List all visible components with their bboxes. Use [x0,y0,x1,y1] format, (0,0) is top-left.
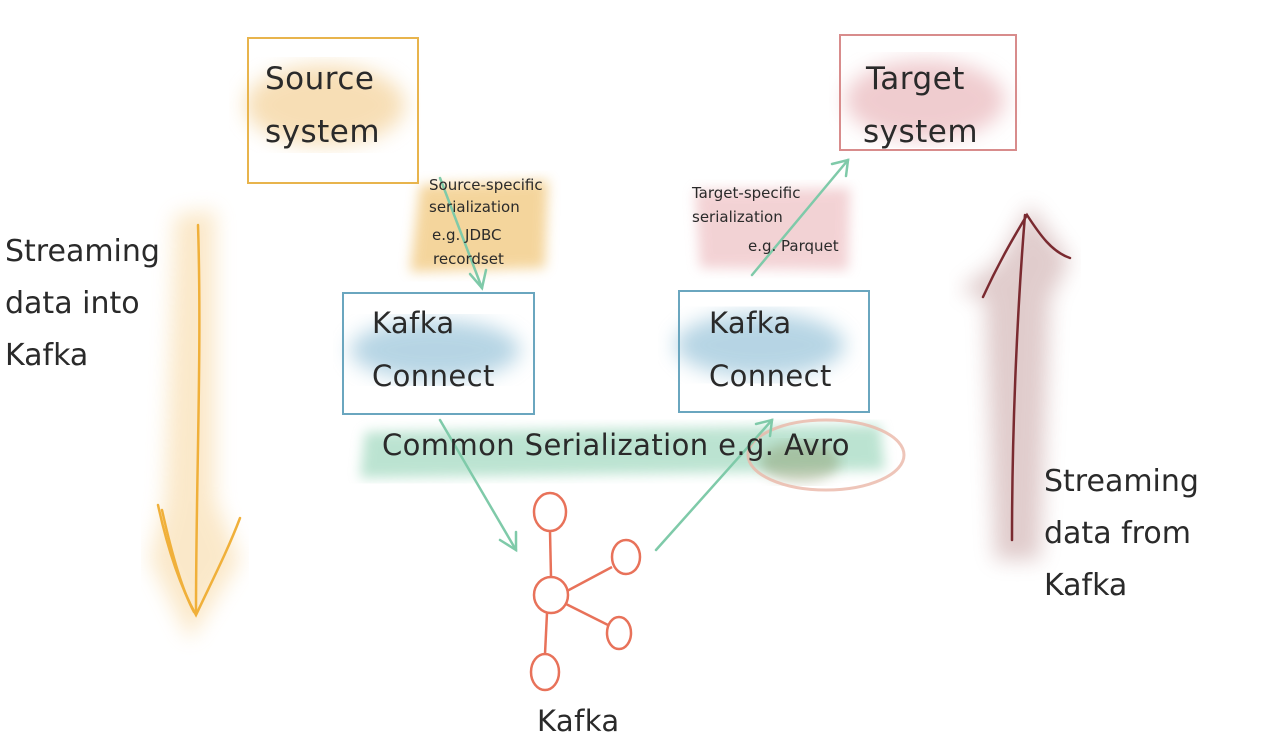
source-note-line4: recordset [433,250,504,268]
target-note-line1: Target-specific [691,184,801,202]
left-side-line1: Streaming [5,234,160,269]
source-title-line2: system [265,114,380,150]
connect-right-line2: Connect [709,359,832,393]
kafka-label: Kafka [537,704,620,738]
connect-left-wash [350,320,520,380]
source-wash [245,65,405,145]
right-side-line1: Streaming [1044,464,1199,499]
connect-left-line1: Kafka [372,306,455,340]
target-system-box [839,34,1017,151]
target-title-line1: Target [865,61,965,97]
left-arrow-wash [150,210,240,640]
common-wash [360,425,885,478]
connect-left-line2: Connect [372,359,495,393]
kafka-connect-left-box [342,292,535,415]
left-side-line3: Kafka [5,338,88,373]
target-note-wash [695,188,850,270]
kafka-connect-right-box [678,290,870,413]
right-side-line2: data from [1044,516,1191,551]
left-side-line2: data into [5,286,140,321]
target-note-line2: serialization [692,208,783,226]
right-side-line3: Kafka [1044,568,1127,603]
avro-highlight-circle [746,418,906,492]
avro-spot [760,442,840,482]
streaming-from-arrow [981,212,1072,542]
source-note-line3: e.g. JDBC [432,226,502,244]
kafka-logo-icon [529,491,642,692]
source-note-wash [410,180,548,272]
streaming-into-arrow [156,223,242,618]
flow-arrows [438,158,850,553]
common-serialization-label: Common Serialization e.g. Avro [382,428,850,462]
source-title-line1: Source [265,61,374,97]
target-wash [845,60,1005,140]
connect-right-wash [675,313,845,377]
target-note-line3: e.g. Parquet [748,237,839,255]
target-title-line2: system [863,114,978,150]
connect-right-line1: Kafka [709,306,792,340]
source-note-line1: Source-specific [429,176,543,194]
source-system-box [247,37,419,184]
source-note-line2: serialization [429,198,520,216]
